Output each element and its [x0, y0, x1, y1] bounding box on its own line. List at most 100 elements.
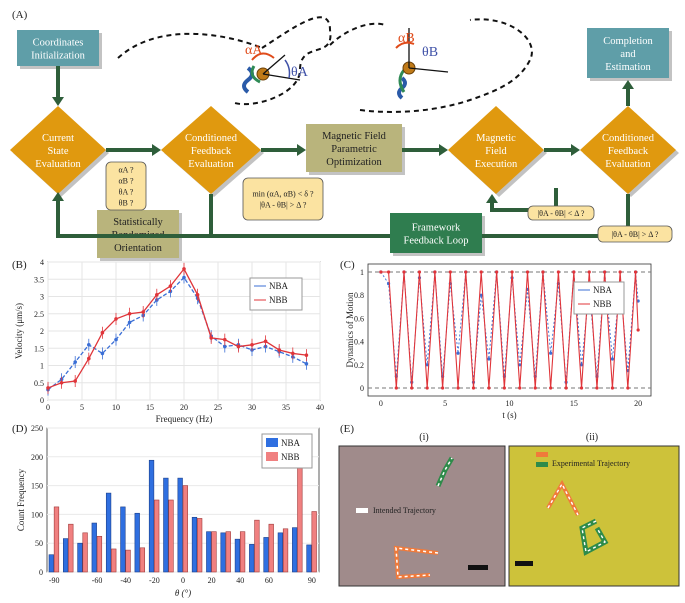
bar: [263, 537, 269, 573]
data-point: [518, 386, 522, 390]
data-point: [479, 293, 483, 297]
alpha-a-label: αA: [245, 43, 263, 58]
data-point: [182, 275, 186, 280]
current-state-diamond-text: Evaluation: [35, 159, 81, 170]
theta-arc: [284, 59, 291, 79]
micrograph-ii: [508, 445, 680, 587]
data-point: [100, 351, 105, 356]
data-point: [518, 363, 522, 367]
params-note-text: θA ?: [119, 188, 134, 197]
y-tick-label: 50: [35, 539, 43, 548]
bar: [225, 531, 231, 573]
bar: [48, 554, 54, 573]
bar: [177, 477, 183, 573]
bar: [254, 519, 260, 573]
arrow: [56, 200, 390, 238]
data-point: [386, 270, 391, 274]
x-tick-label: 40: [316, 403, 324, 412]
cond-note-3-text: |θA - θB| > Δ ?: [612, 230, 659, 239]
magnetic-exec-diamond-text: Field: [485, 146, 507, 157]
x-tick-label: 0: [46, 403, 50, 412]
panel-label-b: (B): [12, 259, 27, 271]
coordinates-init-box-text: Initialization: [31, 51, 85, 62]
magnetic-exec-diamond-text: Magnetic: [476, 133, 516, 144]
series-line-0: [47, 276, 307, 391]
cond-feedback-2-diamond-text: Feedback: [608, 146, 649, 157]
data-point: [610, 357, 615, 361]
bar: [82, 532, 88, 573]
x-tick-label: 15: [146, 403, 154, 412]
y-tick-label: 250: [31, 424, 43, 433]
arrow: [490, 188, 558, 212]
x-tick-label: -90: [49, 576, 60, 585]
x-tick-label: 5: [80, 403, 84, 412]
y-axis-label: Velocity (μm/s): [14, 303, 24, 359]
magnetic-opt-box-text: Magnetic Field: [322, 131, 387, 142]
arrow-head: [297, 144, 306, 156]
x-tick-label: 0: [379, 399, 383, 408]
bar: [182, 485, 188, 573]
theta-b-label: θB: [422, 45, 438, 60]
bar: [148, 459, 155, 573]
y-tick-label: 2.5: [34, 310, 44, 319]
coordinates-init-box: [17, 30, 99, 66]
cond-feedback-2-diamond: [580, 106, 676, 194]
data-point: [87, 343, 91, 347]
axis-line: [262, 54, 286, 75]
y-tick-label: 0.8: [354, 291, 364, 300]
data-point: [141, 310, 145, 314]
bar: [306, 544, 312, 573]
cond-note-2: [527, 205, 595, 221]
x-tick-label: 20: [208, 576, 216, 585]
intended-path-dash: [395, 547, 439, 578]
data-point: [182, 267, 186, 271]
y-tick-label: 1: [40, 362, 44, 371]
arrow-head: [486, 194, 498, 203]
data-point: [441, 386, 445, 390]
bar: [77, 542, 83, 573]
legend-label: NBA: [269, 281, 289, 291]
data-point: [549, 386, 553, 390]
data-point: [114, 317, 118, 321]
data-point: [59, 380, 64, 385]
y-tick-label: 0.4: [354, 338, 364, 347]
alpha-arc: [251, 52, 275, 61]
y-tick-label: 0.2: [354, 361, 364, 370]
bar: [292, 527, 298, 573]
cond-feedback-1-diamond: [161, 106, 261, 194]
arrow-head: [439, 144, 448, 156]
data-point: [277, 348, 282, 352]
y-tick-label: 1.5: [34, 344, 44, 353]
cond-note-1-text: min (αA, αB) < δ ?: [252, 190, 314, 199]
data-point: [73, 379, 77, 383]
chart-b-legend: [249, 277, 303, 311]
cond-feedback-2-diamond-text: Conditioned: [602, 133, 655, 144]
bar: [53, 506, 60, 573]
data-point: [155, 292, 159, 297]
data-point: [114, 337, 118, 342]
coordinates-init-box-text: Coordinates: [33, 38, 84, 49]
sub-label-ii: (ii): [586, 432, 598, 443]
data-point: [564, 386, 568, 390]
magnetic-opt-box-text: Parametric: [331, 144, 377, 155]
current-state-diamond-text: State: [48, 146, 69, 157]
cond-feedback-1-diamond-text: Feedback: [191, 146, 232, 157]
y-tick-label: 2: [40, 327, 44, 336]
legend-label: NBB: [281, 452, 300, 462]
axis-line: [262, 73, 301, 81]
arrow-head: [52, 97, 64, 106]
params-note-text: αB ?: [118, 177, 134, 186]
completion-box-text: Completion: [603, 36, 653, 47]
data-point: [541, 270, 545, 274]
bar: [105, 492, 112, 573]
data-point: [304, 361, 309, 366]
data-point: [464, 270, 468, 274]
bar: [277, 532, 284, 573]
trajectory-dashes: [231, 16, 332, 106]
y-tick-label: 100: [31, 510, 43, 519]
data-point: [579, 386, 584, 390]
x-tick-label: 30: [248, 403, 256, 412]
x-tick-label: 20: [634, 399, 642, 408]
intended-legend-label: Intended Trajectory: [373, 506, 436, 515]
nanobot-a-tail-icon: [250, 65, 261, 84]
